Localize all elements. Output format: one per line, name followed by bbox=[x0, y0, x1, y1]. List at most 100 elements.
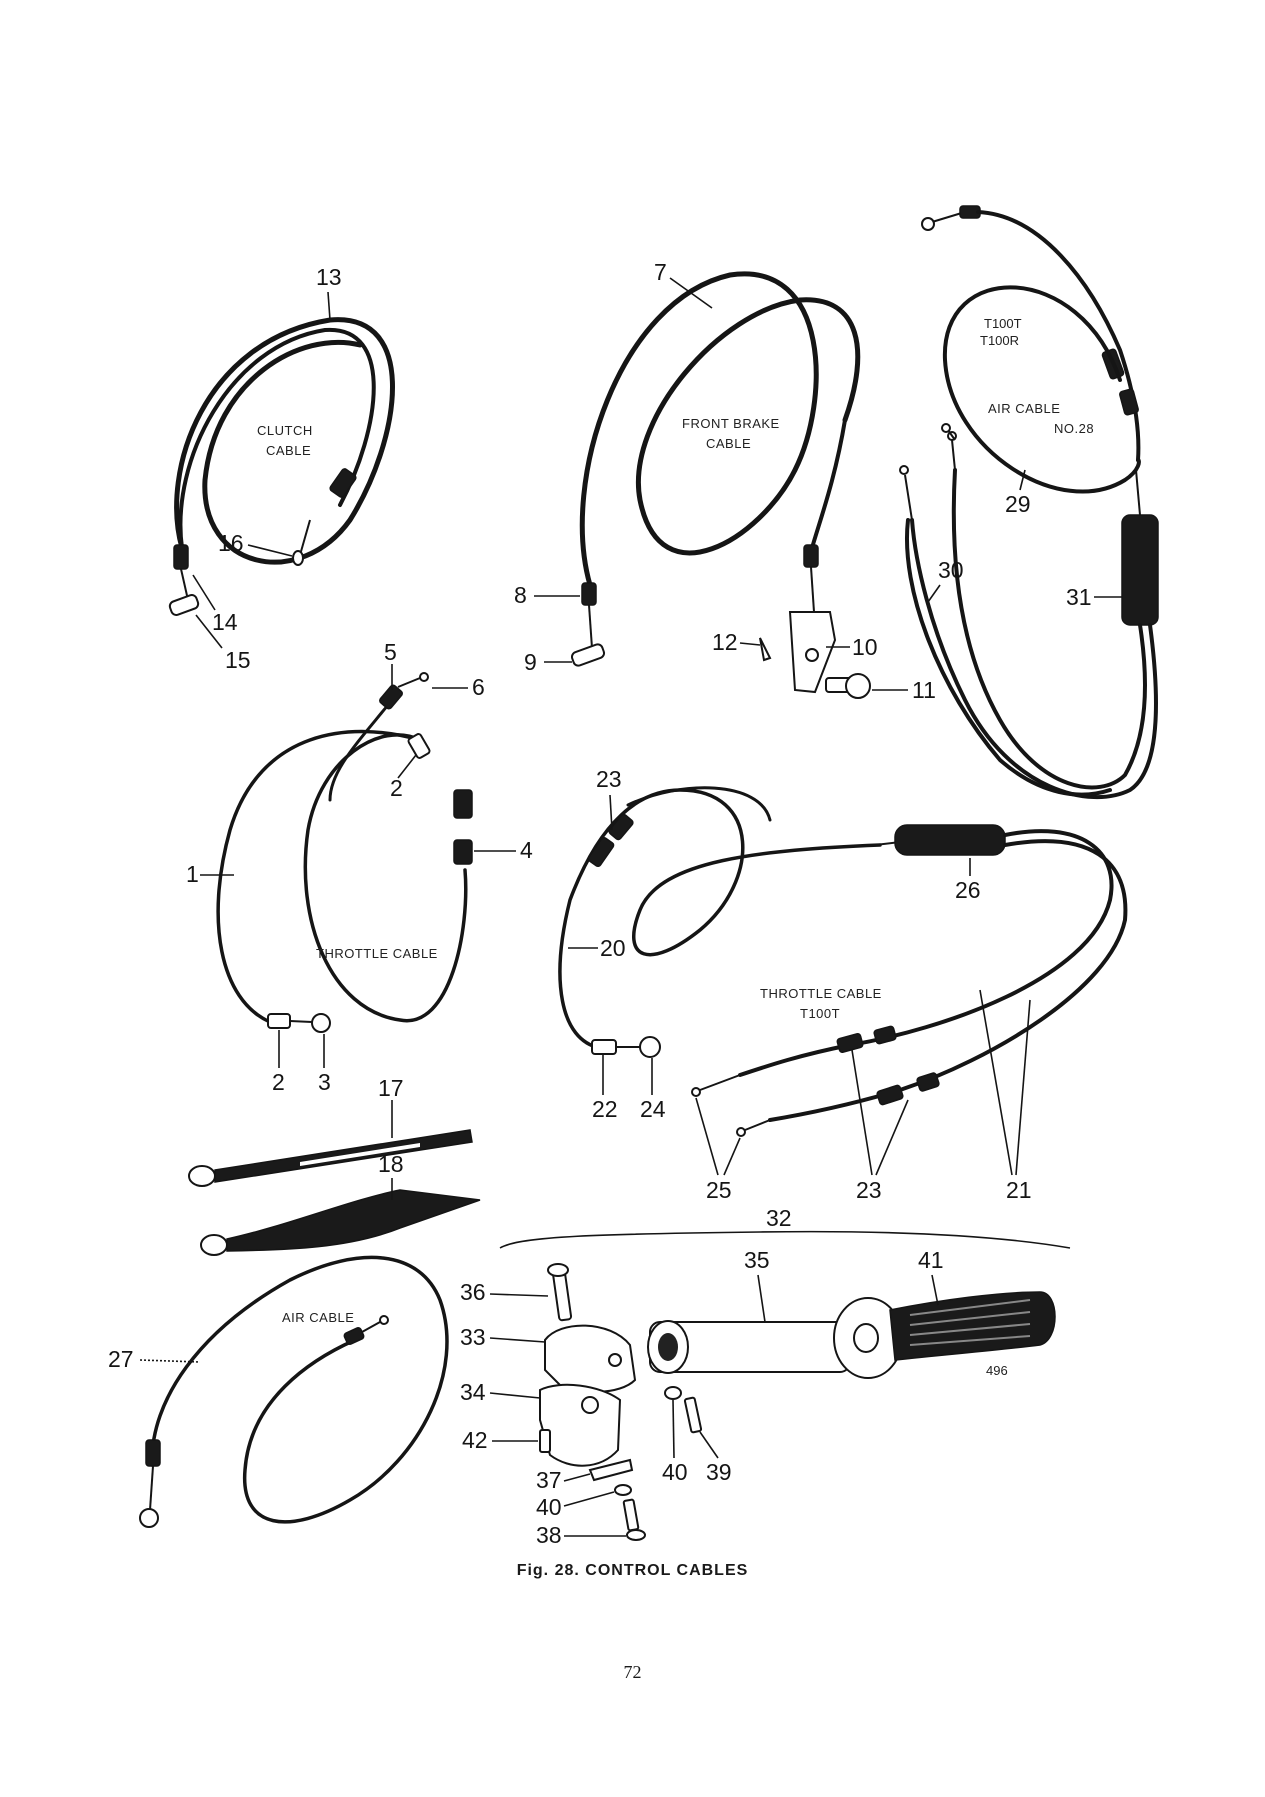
clutch-inner-wire bbox=[180, 568, 189, 601]
clutch-adjuster bbox=[329, 468, 357, 498]
part-17-eye bbox=[188, 1165, 216, 1187]
air-cable-28-assembly: T100T T100R AIR CABLE NO.28 29 30 31 bbox=[899, 205, 1159, 800]
nipple-24 bbox=[639, 1036, 661, 1058]
leader-23c bbox=[875, 1099, 909, 1176]
callout-2a: 2 bbox=[390, 775, 403, 801]
screw-38-head bbox=[626, 1529, 646, 1541]
callout-37: 37 bbox=[536, 1467, 562, 1493]
throttle-ferrule-5 bbox=[379, 684, 403, 710]
callout-34: 34 bbox=[460, 1379, 486, 1405]
callout-6: 6 bbox=[472, 674, 485, 700]
leader-41 bbox=[931, 1274, 939, 1306]
leader-16 bbox=[247, 544, 293, 557]
leader-14 bbox=[192, 574, 216, 611]
leader-23b bbox=[851, 1049, 873, 1176]
clutch-wire-end bbox=[299, 519, 311, 556]
air-30-nipple bbox=[941, 423, 951, 433]
throttle-20-upper bbox=[626, 786, 772, 822]
ferrule-23-top-1 bbox=[587, 836, 615, 868]
throttle-ferrule-2a bbox=[407, 733, 431, 759]
air-27-wire-2 bbox=[361, 1321, 381, 1333]
air-27-wire bbox=[149, 1465, 154, 1511]
leader-21b bbox=[1015, 999, 1031, 1176]
air-label-t100r: T100R bbox=[980, 333, 1019, 348]
brake-inner-wire bbox=[588, 604, 593, 649]
bracket-32 bbox=[499, 1230, 1071, 1249]
washer-40b bbox=[614, 1484, 632, 1496]
clutch-label-1: CLUTCH bbox=[257, 423, 313, 438]
nipple-25b bbox=[736, 1127, 746, 1137]
screw-36-head bbox=[547, 1263, 569, 1277]
pin-42 bbox=[539, 1429, 551, 1453]
clevis-hole bbox=[805, 648, 819, 662]
throttle-cable-t100t-assembly: THROTTLE CABLE T100T 23 20 26 22 24 25 2… bbox=[558, 766, 1128, 1203]
callout-27: 27 bbox=[108, 1346, 134, 1372]
callout-18: 18 bbox=[378, 1151, 404, 1177]
clutch-cable-assembly: CLUTCH CABLE 13 16 14 15 bbox=[168, 264, 395, 673]
callout-35: 35 bbox=[744, 1247, 770, 1273]
callout-8: 8 bbox=[514, 582, 527, 608]
leader-25b bbox=[723, 1137, 741, 1176]
clamp-bottom-34 bbox=[539, 1383, 622, 1467]
nipple-25a bbox=[691, 1087, 701, 1097]
callout-30: 30 bbox=[938, 557, 964, 583]
callout-13: 13 bbox=[316, 264, 342, 290]
leader-12 bbox=[739, 642, 761, 646]
tube-bore bbox=[658, 1333, 678, 1361]
adjuster-23-4 bbox=[916, 1072, 940, 1092]
clutch-cable-outer bbox=[174, 317, 395, 565]
grip-flange-hole bbox=[853, 1323, 879, 1353]
clutch-label-2: CABLE bbox=[266, 443, 311, 458]
brake-adjuster bbox=[803, 544, 819, 568]
grip-rib-2 bbox=[909, 1311, 1031, 1326]
leader-7 bbox=[669, 277, 713, 309]
callout-1: 1 bbox=[186, 861, 199, 887]
grip-rib-3 bbox=[909, 1323, 1031, 1336]
screw-39 bbox=[683, 1396, 703, 1434]
ferrule-22 bbox=[591, 1039, 617, 1055]
callout-10: 10 bbox=[852, 634, 878, 660]
throttle-label: THROTTLE CABLE bbox=[316, 946, 438, 961]
screw-36 bbox=[551, 1268, 573, 1322]
air-27-nipple bbox=[139, 1508, 159, 1528]
leader-21a bbox=[979, 989, 1013, 1176]
branch-wire-1 bbox=[951, 439, 956, 471]
air-cable-30 bbox=[905, 518, 1112, 797]
callout-24: 24 bbox=[640, 1096, 666, 1122]
throttle-cable-21-b bbox=[768, 839, 1128, 1122]
part-17-highlight bbox=[300, 1143, 420, 1166]
air-28-loop bbox=[942, 285, 1141, 494]
leader-2a bbox=[397, 754, 417, 779]
leader-39 bbox=[699, 1431, 719, 1459]
callout-15: 15 bbox=[225, 647, 251, 673]
callout-4: 4 bbox=[520, 837, 533, 863]
air-label-2: NO.28 bbox=[1054, 421, 1094, 436]
air-label-t100t: T100T bbox=[984, 316, 1022, 331]
air-28-branch-cable bbox=[910, 518, 1158, 800]
junction-box-26 bbox=[894, 824, 1006, 856]
callout-21: 21 bbox=[1006, 1177, 1032, 1203]
callout-29: 29 bbox=[1005, 491, 1031, 517]
brake-inner-wire-2 bbox=[810, 566, 815, 613]
throttle-cable-assembly: THROTTLE CABLE 5 6 2 4 1 2 3 bbox=[186, 639, 533, 1095]
callout-16: 16 bbox=[218, 530, 244, 556]
callout-17: 17 bbox=[378, 1075, 404, 1101]
clutch-nipple-16 bbox=[292, 550, 304, 566]
air-28-upper-cable bbox=[976, 210, 1141, 462]
leader-25a bbox=[695, 1097, 719, 1176]
junction-top-wire bbox=[1135, 469, 1141, 516]
grip-rib-1 bbox=[909, 1299, 1031, 1316]
leader-30 bbox=[927, 584, 941, 603]
brake-label-2: CABLE bbox=[706, 436, 751, 451]
leader-36 bbox=[489, 1293, 549, 1297]
cable-tools-17-18: 17 18 bbox=[188, 1075, 481, 1256]
twist-grip-assembly: 32 36 33 34 42 37 40 38 bbox=[460, 1205, 1071, 1548]
leader-33 bbox=[489, 1337, 546, 1343]
callout-2b: 2 bbox=[272, 1069, 285, 1095]
part-18-eye bbox=[200, 1234, 228, 1256]
t100t-label-2: T100T bbox=[800, 1006, 840, 1021]
callout-5: 5 bbox=[384, 639, 397, 665]
callout-42: 42 bbox=[462, 1427, 488, 1453]
